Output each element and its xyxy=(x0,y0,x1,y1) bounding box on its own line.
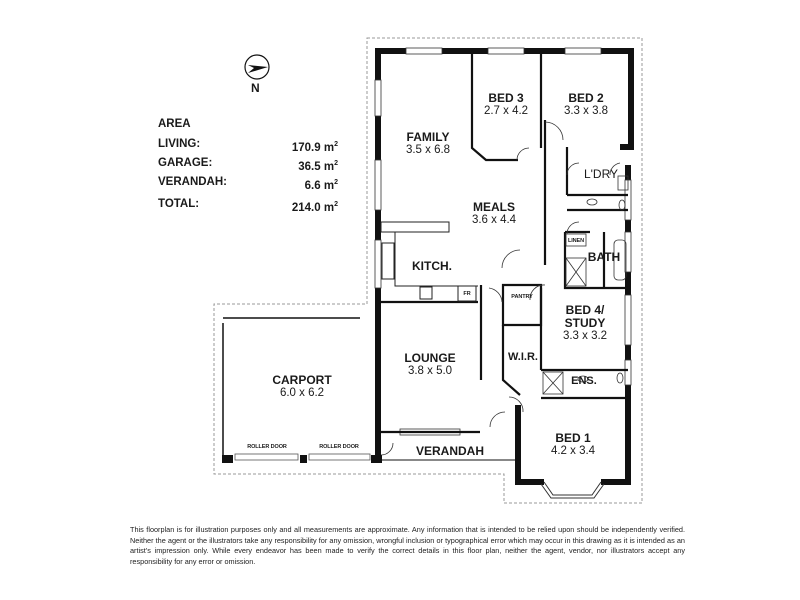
roller-door-label-2: ROLLER DOOR xyxy=(319,444,359,450)
room-linen: LINEN xyxy=(567,238,585,244)
area-row-total: TOTAL: 214.0 m2 xyxy=(158,198,338,215)
bathroom-fixtures xyxy=(542,175,629,395)
area-row-living: LIVING: 170.9 m2 xyxy=(158,138,338,154)
door-swings xyxy=(380,121,621,456)
area-row-garage: GARAGE: 36.5 m2 xyxy=(158,156,338,173)
room-kitchen: KITCH. xyxy=(412,259,452,273)
roller-doors xyxy=(234,453,371,461)
disclaimer-text: This floorplan is for illustration purpo… xyxy=(130,525,685,566)
carport-posts xyxy=(222,430,382,463)
kitchen-bench xyxy=(380,221,478,302)
room-verandah: VERANDAH xyxy=(415,444,485,458)
room-bath: BATH xyxy=(587,250,621,264)
room-laundry: L'DRY xyxy=(583,167,619,181)
area-title: AREA xyxy=(158,118,191,130)
area-summary-table: AREA LIVING: 170.9 m2 GARAGE: 36.5 m2 VE… xyxy=(158,118,338,216)
north-label: N xyxy=(251,81,260,95)
interior-walls xyxy=(378,52,628,461)
boundary-dashed-line xyxy=(213,37,643,504)
fridge-label: FR xyxy=(463,291,471,297)
room-pantry: PANTRY xyxy=(511,294,533,300)
roller-door-label-1: ROLLER DOOR xyxy=(247,444,287,450)
north-arrow-icon xyxy=(244,54,270,80)
area-row-verandah: VERANDAH: 6.6 m2 xyxy=(158,175,338,192)
room-ensuite: ENS. xyxy=(571,375,597,387)
bay-window xyxy=(540,481,605,499)
carport-outline xyxy=(222,317,360,460)
room-walk-in-robe: W.I.R. xyxy=(508,351,538,363)
